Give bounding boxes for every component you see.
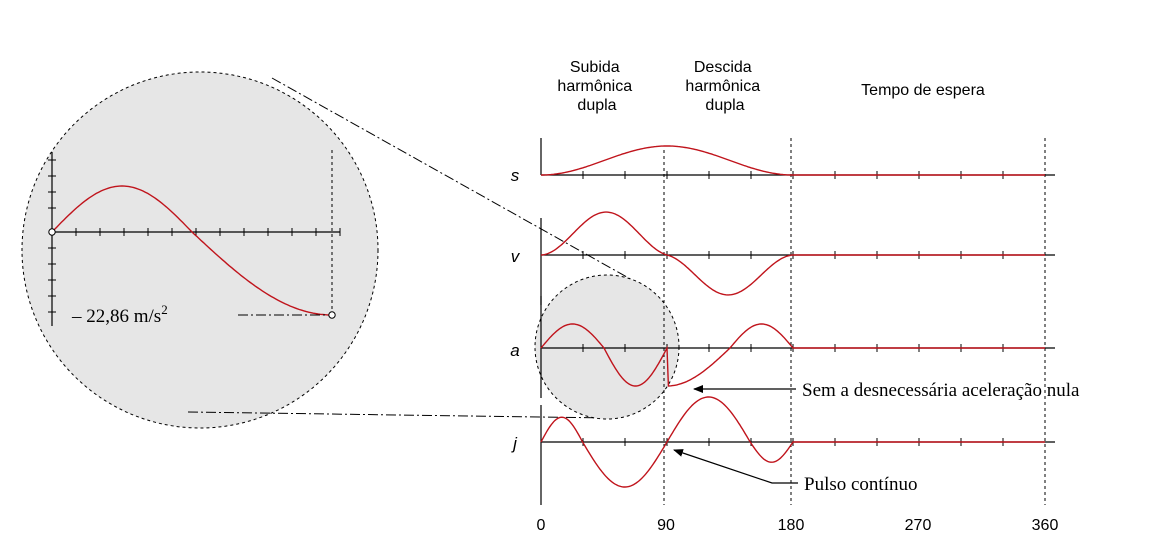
zoom-circle: [21, 71, 379, 429]
zoom-source-circle: [534, 274, 680, 420]
plot-rows: [540, 138, 1055, 505]
row-s: [540, 138, 1055, 179]
zoom-value-label: – 22,86 m/s2: [71, 302, 168, 327]
zoom-inset: – 22,86 m/s2: [21, 71, 379, 429]
continuous-jerk-arrow: [673, 449, 798, 484]
row-s-curve: [541, 145, 1045, 176]
zoom-end-point: [328, 311, 336, 319]
x-tick-270: 270: [905, 517, 932, 534]
zoom-acceleration-curve: [51, 185, 332, 316]
zoom-start-point: [48, 228, 56, 236]
phase-fall-label: Descida harmônica dupla: [685, 59, 764, 114]
row-label-a: a: [510, 341, 519, 360]
phase-dwell-label: Tempo de espera: [861, 82, 985, 99]
row-a-curve: [540, 323, 1045, 387]
continuous-jerk-label: Pulso contínuo: [804, 474, 917, 495]
row-label-v: v: [511, 247, 521, 266]
row-a: [540, 296, 1055, 398]
row-v-curve: [540, 211, 1045, 296]
row-j-curve: [540, 396, 1045, 488]
row-j: [540, 396, 1055, 505]
row-v: [540, 211, 1055, 305]
phase-rise-label: Subida harmônica dupla: [557, 59, 636, 114]
x-tick-0: 0: [537, 517, 546, 534]
row-label-j: j: [511, 434, 518, 453]
no-zero-accel-label: Sem a desnecessária aceleração nula: [802, 380, 1080, 401]
x-tick-360: 360: [1032, 517, 1059, 534]
x-tick-180: 180: [778, 517, 805, 534]
x-tick-90: 90: [657, 517, 675, 534]
row-label-s: s: [511, 166, 520, 185]
zoom-ticks: [48, 159, 341, 313]
zoom-connector-bottom: [187, 411, 611, 419]
